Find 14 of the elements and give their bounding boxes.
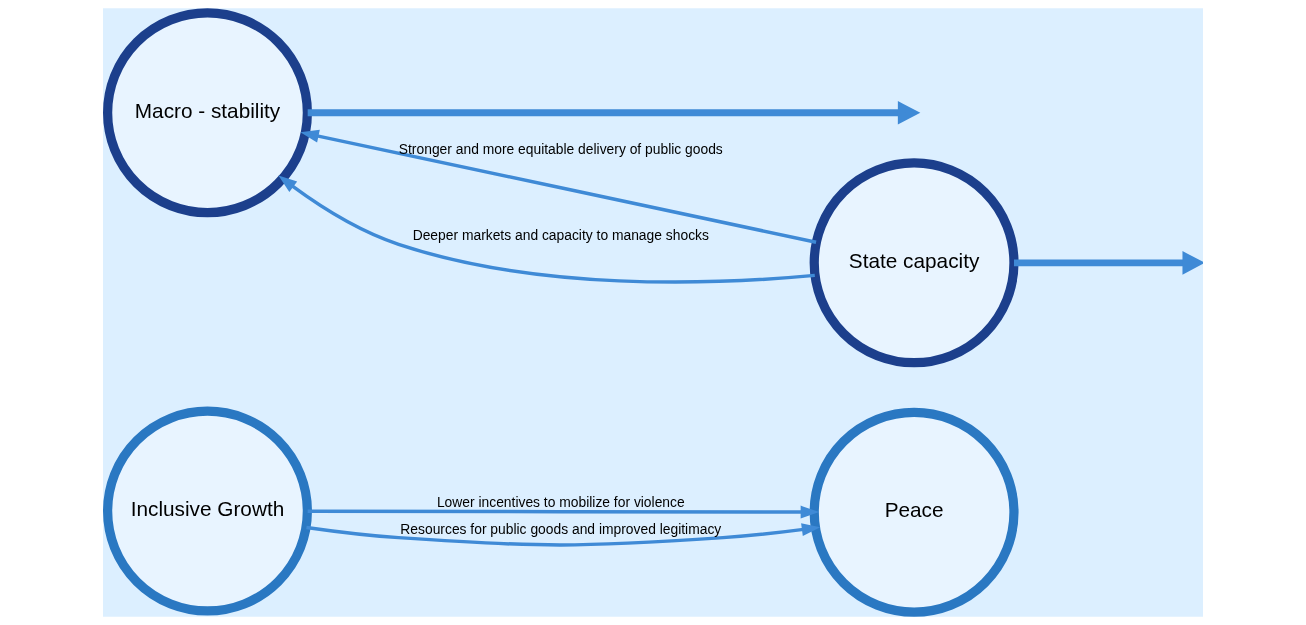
- node-circle: Macro - stability: [103, 8, 312, 218]
- edge-label: Deeper markets and capacity to manage shocks: [412, 227, 709, 244]
- edge-label: Stronger and more equitable delivery of public goods: [398, 140, 723, 157]
- node-circle: State capacity: [809, 158, 1019, 368]
- edge-label: Lower incentives to mobilize for violence: [436, 494, 685, 511]
- edge-label: Resources for public goods and improved legitimacy: [400, 520, 722, 537]
- arrow: [300, 129, 817, 244]
- arrow: [307, 100, 921, 125]
- arrow: [307, 505, 820, 519]
- node-circle: Peace: [809, 407, 1019, 617]
- arrow: [278, 175, 815, 284]
- arrow: [306, 523, 821, 547]
- node-circle: Inclusive Growth: [103, 406, 312, 616]
- arrow: [1014, 251, 1203, 275]
